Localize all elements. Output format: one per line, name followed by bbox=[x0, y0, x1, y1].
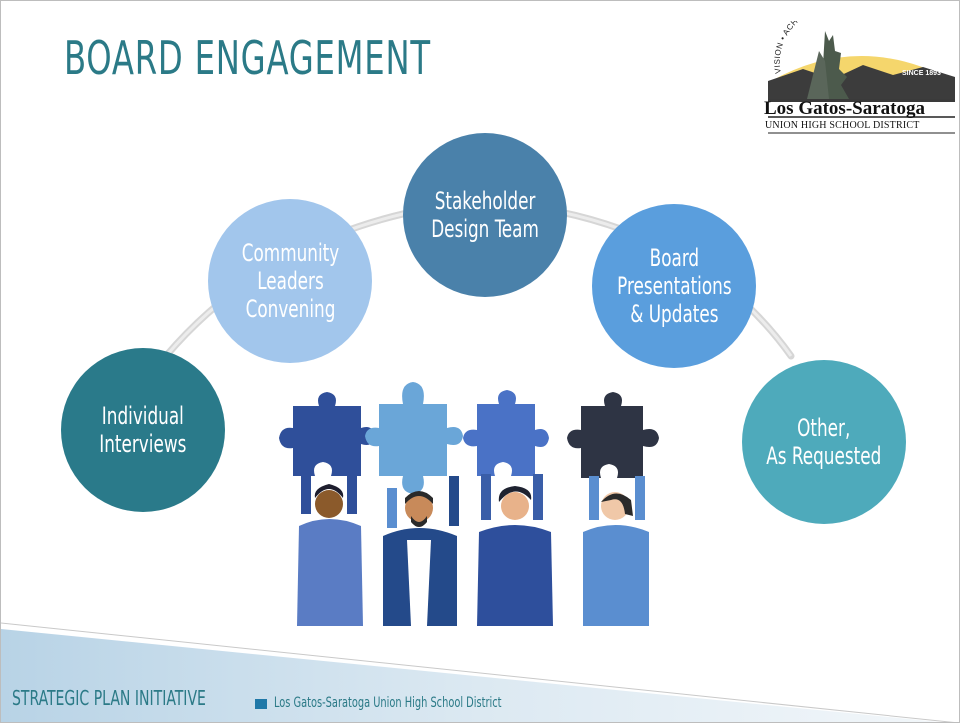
person-1-icon bbox=[297, 484, 363, 626]
footer-square-icon bbox=[255, 699, 267, 709]
person-3-icon bbox=[477, 486, 553, 626]
person-4-icon bbox=[583, 492, 649, 626]
logo-district-subtitle: UNION HIGH SCHOOL DISTRICT bbox=[765, 120, 920, 131]
circle-stakeholder-design-team-label: Stakeholder Design Team bbox=[431, 186, 539, 243]
circle-individual-interviews-label: Individual Interviews bbox=[99, 401, 187, 458]
slide-title: BOARD ENGAGEMENT bbox=[64, 31, 431, 85]
puzzle-piece-1-icon bbox=[279, 392, 375, 476]
circle-board-presentations: Board Presentations & Updates bbox=[592, 204, 756, 368]
footer-main-text: STRATEGIC PLAN INITIATIVE bbox=[12, 686, 206, 710]
circle-individual-interviews: Individual Interviews bbox=[61, 348, 225, 512]
person-2-icon bbox=[383, 491, 457, 626]
circle-board-presentations-label: Board Presentations & Updates bbox=[616, 243, 732, 329]
district-logo: VISION • ACHIEVEMENT • PRIDE bbox=[768, 21, 955, 134]
puzzle-team-illustration bbox=[279, 382, 659, 626]
circle-community-leaders-label: Community Leaders Convening bbox=[241, 238, 339, 324]
circle-stakeholder-design-team: Stakeholder Design Team bbox=[403, 133, 567, 297]
logo-since: SINCE 1893 bbox=[902, 70, 941, 77]
circle-community-leaders: Community Leaders Convening bbox=[208, 199, 372, 363]
footer-district-name: Los Gatos-Saratoga Union High School Dis… bbox=[274, 695, 502, 711]
puzzle-piece-3-icon bbox=[463, 390, 549, 476]
logo-district-name: Los Gatos-Saratoga bbox=[764, 98, 925, 119]
circle-other-as-requested: Other, As Requested bbox=[742, 360, 906, 524]
puzzle-piece-2-icon bbox=[365, 382, 463, 494]
circle-other-as-requested-label: Other, As Requested bbox=[766, 413, 882, 470]
puzzle-piece-4-icon bbox=[567, 392, 659, 478]
footer-title: STRATEGIC PLAN INITIATIVE bbox=[12, 686, 261, 710]
